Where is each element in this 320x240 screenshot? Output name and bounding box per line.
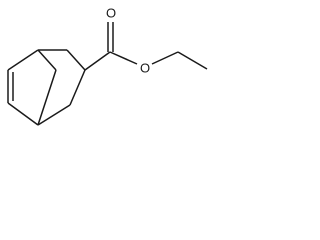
carbonyl-oxygen-label: O (106, 6, 116, 21)
ester-oxygen-label: O (140, 61, 150, 76)
bond-group (7, 22, 208, 126)
bond-o-ch2 (151, 51, 179, 65)
bond-c6-c5 (66, 49, 86, 71)
bond-c4-c7-bridge (37, 69, 57, 126)
bond-carbonyl-c-o (109, 51, 138, 65)
bond-c5-carbonyl-c (84, 51, 111, 71)
bond-ch2-ch3 (177, 51, 208, 70)
bond-c7-c1-bridge (37, 49, 57, 71)
bond-c1-c2 (7, 49, 39, 71)
molecular-structure-diagram: O O (7, 6, 208, 126)
bond-c4-back-front (37, 104, 71, 126)
bond-c5-c4-back (69, 69, 86, 106)
bond-c3-c4 (7, 102, 39, 126)
